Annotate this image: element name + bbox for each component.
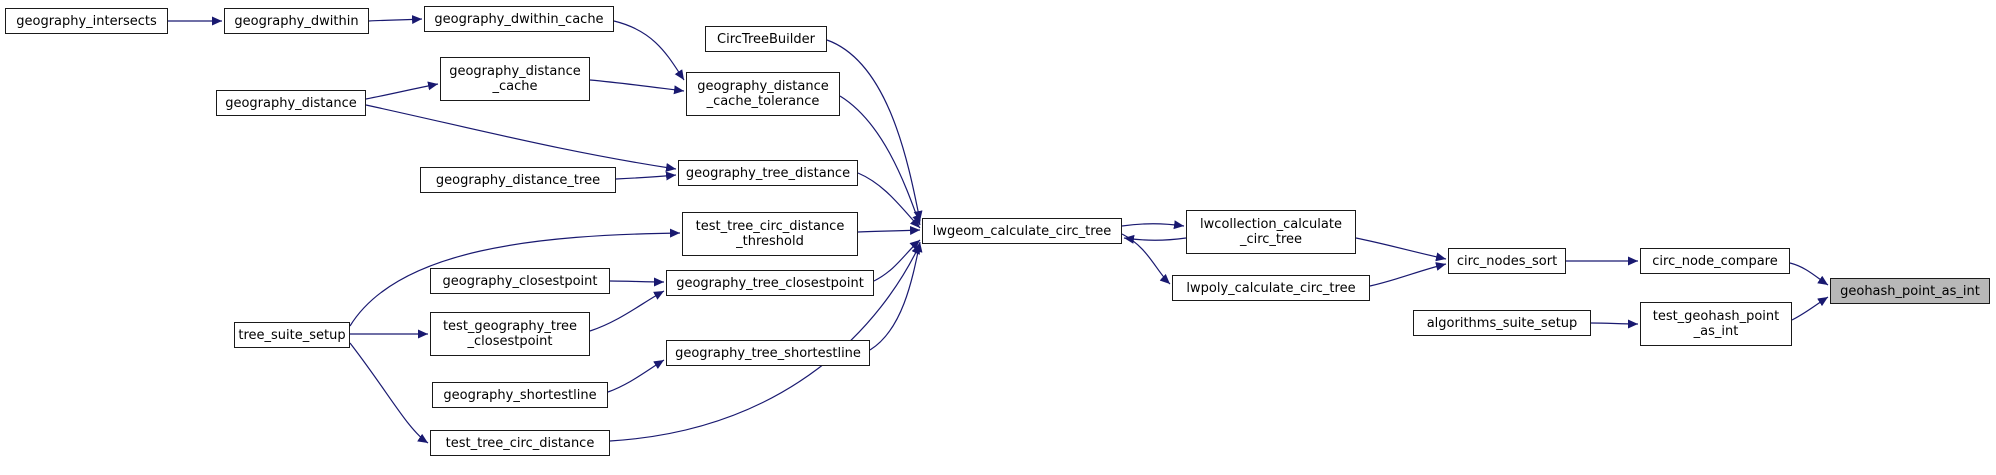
node-geography_tree_shortestline[interactable]: geography_tree_shortestline (666, 340, 870, 366)
edge-CircTreeBuilder--lwgeom_calculate_circ_tree (826, 39, 923, 222)
node-geography_closestpoint[interactable]: geography_closestpoint (430, 268, 610, 294)
edge-lwcollection_calculate_circ_tree--circ_nodes_sort (1355, 237, 1447, 262)
node-geography_tree_distance[interactable]: geography_tree_distance (678, 160, 858, 186)
edge-geography_shortestline--geography_tree_shortestline (607, 359, 665, 393)
edge-circ_node_compare--geohash_point_as_int (1789, 262, 1829, 286)
edge-test_tree_circ_distance--lwgeom_calculate_circ_tree (609, 243, 921, 442)
edge-lwgeom_calculate_circ_tree--lwcollection_calculate_circ_tree (1121, 220, 1185, 230)
edge-geography_distance--geography_distance_cache (365, 81, 439, 100)
node-test_tree_circ_distance_threshold[interactable]: test_tree_circ_distance _threshold (682, 212, 858, 256)
node-geography_dwithin_cache[interactable]: geography_dwithin_cache (424, 6, 614, 32)
edge-geography_distance_cache--geography_distance_cache_tolerance (589, 79, 685, 95)
node-lwcollection_calculate_circ_tree[interactable]: lwcollection_calculate _circ_tree (1186, 210, 1356, 254)
edge-lwgeom_calculate_circ_tree--lwpoly_calculate_circ_tree (1121, 233, 1171, 285)
edge-test_tree_circ_distance_threshold--lwgeom_calculate_circ_tree (857, 225, 921, 235)
edge-geography_distance_cache_tolerance--lwgeom_calculate_circ_tree (839, 95, 921, 226)
node-tree_suite_setup[interactable]: tree_suite_setup (234, 322, 350, 348)
edge-tree_suite_setup--test_tree_circ_distance_threshold (349, 228, 681, 327)
node-lwgeom_calculate_circ_tree[interactable]: lwgeom_calculate_circ_tree (922, 218, 1122, 244)
node-geohash_point_as_int[interactable]: geohash_point_as_int (1830, 278, 1990, 304)
node-geography_tree_closestpoint[interactable]: geography_tree_closestpoint (666, 270, 874, 296)
node-geography_shortestline[interactable]: geography_shortestline (432, 382, 608, 408)
edge-lwcollection_calculate_circ_tree--lwgeom_calculate_circ_tree (1123, 234, 1187, 244)
edge-geography_tree_shortestline--lwgeom_calculate_circ_tree (869, 241, 923, 351)
edge-algorithms_suite_setup--test_geohash_point_as_int (1590, 319, 1639, 329)
edge-geography_dwithin_cache--geography_distance_cache_tolerance (613, 20, 685, 81)
edge-geography_tree_distance--lwgeom_calculate_circ_tree (857, 172, 921, 229)
node-test_tree_circ_distance[interactable]: test_tree_circ_distance (430, 430, 610, 456)
edge-test_geography_tree_closestpoint--geography_tree_closestpoint (589, 290, 665, 332)
edge-tree_suite_setup--test_tree_circ_distance (349, 342, 429, 444)
node-geography_distance_cache[interactable]: geography_distance _cache (440, 57, 590, 101)
node-test_geography_tree_closestpoint[interactable]: test_geography_tree _closestpoint (430, 312, 590, 356)
node-circ_nodes_sort[interactable]: circ_nodes_sort (1448, 248, 1566, 274)
node-algorithms_suite_setup[interactable]: algorithms_suite_setup (1413, 310, 1591, 336)
node-geography_dwithin[interactable]: geography_dwithin (224, 8, 369, 34)
node-lwpoly_calculate_circ_tree[interactable]: lwpoly_calculate_circ_tree (1172, 275, 1370, 301)
node-geography_distance_tree[interactable]: geography_distance_tree (420, 167, 616, 193)
edge-lwpoly_calculate_circ_tree--circ_nodes_sort (1369, 262, 1447, 287)
edges-group (168, 15, 1829, 444)
edge-geography_distance_tree--geography_tree_distance (615, 171, 677, 181)
edge-test_geohash_point_as_int--geohash_point_as_int (1791, 296, 1829, 321)
edge-geography_distance--geography_tree_distance (365, 104, 677, 172)
node-CircTreeBuilder[interactable]: CircTreeBuilder (705, 26, 827, 52)
edge-geography_closestpoint--geography_tree_closestpoint (609, 277, 665, 287)
node-geography_intersects[interactable]: geography_intersects (5, 8, 168, 34)
node-circ_node_compare[interactable]: circ_node_compare (1640, 248, 1790, 274)
edge-geography_dwithin--geography_dwithin_cache (368, 15, 423, 25)
node-test_geohash_point_as_int[interactable]: test_geohash_point _as_int (1640, 302, 1792, 346)
node-geography_distance_cache_tolerance[interactable]: geography_distance _cache_tolerance (686, 72, 840, 116)
node-geography_distance[interactable]: geography_distance (216, 90, 366, 116)
